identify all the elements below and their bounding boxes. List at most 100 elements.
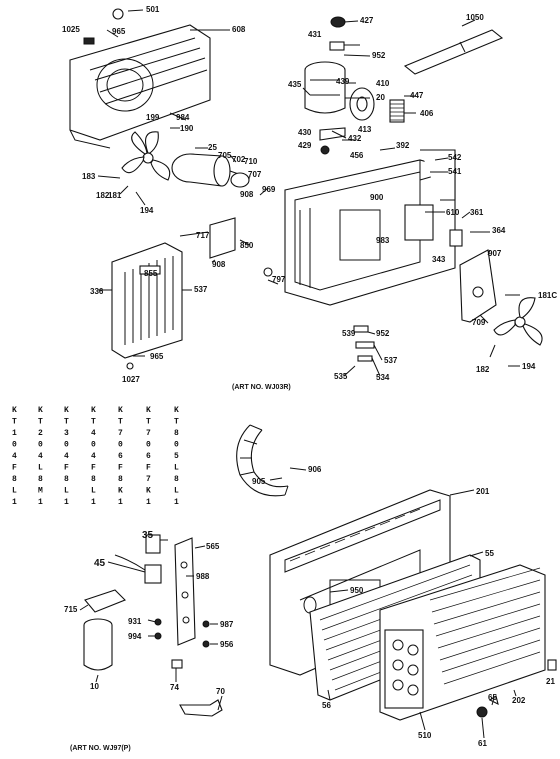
art-number-upper: (ART NO. WJ03R) <box>232 384 291 391</box>
callout-406: 406 <box>420 109 434 118</box>
callout-850: 850 <box>240 241 254 250</box>
callout-430: 430 <box>298 128 312 137</box>
leader-lines-upper <box>97 9 520 377</box>
callout-931: 931 <box>128 617 142 626</box>
leader-lines-lower <box>79 467 517 739</box>
part-534 <box>357 355 373 362</box>
callout-510: 510 <box>418 731 432 740</box>
callout-199: 199 <box>146 113 160 122</box>
callout-952: 952 <box>372 51 386 60</box>
callout-61: 61 <box>478 739 487 748</box>
callout-994: 994 <box>128 632 142 641</box>
callout-969: 969 <box>262 185 276 194</box>
callout-336: 336 <box>90 287 104 296</box>
callout-717: 717 <box>196 231 210 240</box>
callout-537b: 537 <box>384 356 398 365</box>
callout-1027: 1027 <box>122 375 140 384</box>
part-501 <box>112 8 124 20</box>
callout-965: 965 <box>112 27 126 36</box>
part-74 <box>171 659 183 669</box>
callout-194b: 194 <box>522 362 536 371</box>
callout-56: 56 <box>322 701 331 710</box>
callout-432: 432 <box>348 134 362 143</box>
part-539 <box>353 325 369 333</box>
part-431 <box>329 41 345 51</box>
callout-709: 709 <box>472 318 486 327</box>
callout-988: 988 <box>196 572 210 581</box>
part-797 <box>263 267 273 277</box>
callout-190: 190 <box>180 124 194 133</box>
part-65 <box>488 695 499 706</box>
callout-541: 541 <box>448 167 462 176</box>
screw-956 <box>202 640 210 648</box>
callout-431: 431 <box>308 30 322 39</box>
callout-25: 25 <box>208 143 217 152</box>
part-537b <box>355 341 375 349</box>
callout-534: 534 <box>376 373 390 382</box>
callout-427: 427 <box>360 16 374 25</box>
callout-956: 956 <box>220 640 234 649</box>
screw-987 <box>202 620 210 628</box>
callout-952b: 952 <box>376 329 390 338</box>
shaft-717 <box>179 231 209 237</box>
callout-537a: 537 <box>194 285 208 294</box>
callouts-upper: 501 1025 965 608 427 431 952 1050 435 43… <box>62 5 557 384</box>
switch-35 <box>145 534 161 554</box>
bracket-908 <box>209 217 236 259</box>
callout-501: 501 <box>146 5 160 14</box>
callout-435: 435 <box>288 80 302 89</box>
callout-539: 539 <box>342 329 356 338</box>
compressor-20 <box>304 61 375 121</box>
callout-447: 447 <box>410 91 424 100</box>
callout-984: 984 <box>176 113 190 122</box>
callout-20: 20 <box>376 93 385 102</box>
rear-shroud-608 <box>69 24 211 149</box>
callout-181: 181 <box>108 191 122 200</box>
switch-45 <box>144 564 162 584</box>
callout-900: 900 <box>370 193 384 202</box>
callout-535: 535 <box>334 372 348 381</box>
part-427 <box>330 16 346 28</box>
callout-702: 702 <box>232 155 246 164</box>
capacitor-10 <box>83 618 113 671</box>
part-343 <box>449 229 463 247</box>
knob-61 <box>476 706 488 718</box>
part-1027 <box>126 362 134 370</box>
callout-182: 182 <box>96 191 110 200</box>
callout-608: 608 <box>232 25 246 34</box>
part-1025 <box>83 37 95 45</box>
callout-201: 201 <box>476 487 490 496</box>
art-number-lower: (ART NO. WJ97(P) <box>70 745 131 752</box>
part-21 <box>547 659 557 671</box>
callout-181c: 181C <box>538 291 557 300</box>
front-panel-202 <box>379 564 546 721</box>
callout-439: 439 <box>336 77 350 86</box>
callout-965b: 965 <box>150 352 164 361</box>
bracket-907 <box>459 249 497 323</box>
callout-70: 70 <box>216 687 225 696</box>
callouts-lower: 906 905 201 35 565 45 988 55 950 715 931… <box>64 465 555 748</box>
callout-182b: 182 <box>476 365 490 374</box>
callout-1025: 1025 <box>62 25 80 34</box>
callout-705: 705 <box>218 151 232 160</box>
callout-908b: 908 <box>212 260 226 269</box>
callout-1050: 1050 <box>466 13 484 22</box>
fan-blade-190 <box>121 131 171 181</box>
callout-392: 392 <box>396 141 410 150</box>
callout-905: 905 <box>252 477 266 486</box>
heater-447 <box>389 99 405 123</box>
callout-10: 10 <box>90 682 99 691</box>
callout-21: 21 <box>546 677 555 686</box>
callout-45: 45 <box>94 558 106 569</box>
callout-343: 343 <box>432 255 446 264</box>
callout-565: 565 <box>206 542 220 551</box>
main-chassis <box>284 149 456 306</box>
callout-413: 413 <box>358 125 372 134</box>
